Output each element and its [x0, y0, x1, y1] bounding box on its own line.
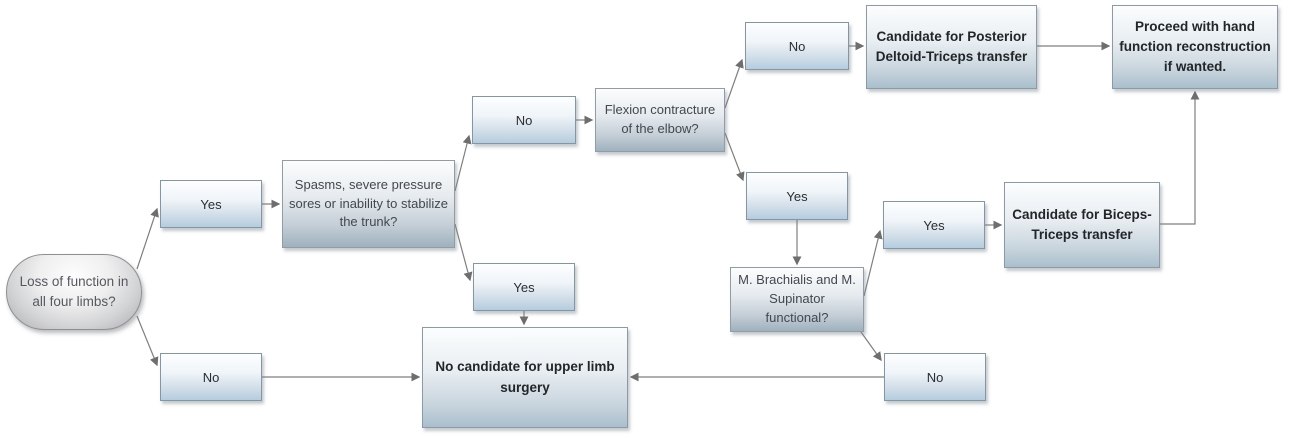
node-no-spasms: No: [472, 96, 576, 144]
node-label-start: Loss of function in all four limbs?: [19, 274, 129, 309]
node-label-proceed: Proceed with hand function reconstructio…: [1119, 18, 1271, 75]
node-label-no-brach: No: [926, 369, 944, 385]
edge-spasms-to-yes-spasms: [454, 223, 473, 282]
node-no-candidate: No candidate for upper limb surgery: [422, 327, 628, 428]
edge-brachialis-to-yes-brach: [863, 229, 883, 297]
node-label-no-spasms: No: [515, 112, 533, 128]
node-label-yes-spasms: Yes: [513, 279, 535, 295]
node-spasms: Spasms, severe pressure sores or inabili…: [282, 160, 455, 248]
node-biceps: Candidate for Biceps-Triceps transfer: [1004, 182, 1160, 268]
node-start: Loss of function in all four limbs?: [6, 254, 142, 330]
node-yes-spasms: Yes: [473, 263, 575, 311]
node-label-posterior: Candidate for Posterior Deltoid-Triceps …: [875, 28, 1028, 64]
node-yes-flexion: Yes: [746, 172, 848, 220]
node-label-brachialis: M. Brachialis and M. Supinator functiona…: [738, 272, 856, 325]
node-label-flexion: Flexion contracture of the elbow?: [604, 102, 716, 136]
node-label-spasms: Spasms, severe pressure sores or inabili…: [289, 176, 448, 230]
edge-start-to-yes-limbs: [136, 207, 159, 270]
node-proceed: Proceed with hand function reconstructio…: [1112, 5, 1278, 89]
node-label-no-candidate: No candidate for upper limb surgery: [435, 359, 615, 395]
node-label-yes-limbs: Yes: [200, 196, 222, 212]
edge-spasms-to-no-spasms: [454, 134, 472, 192]
node-label-no-flexion: No: [788, 38, 806, 54]
node-no-brach: No: [884, 353, 986, 401]
node-posterior: Candidate for Posterior Deltoid-Triceps …: [866, 5, 1037, 89]
edge-start-to-no-limbs: [136, 315, 159, 367]
node-no-limbs: No: [160, 353, 262, 401]
node-yes-brach: Yes: [883, 201, 985, 249]
node-flexion: Flexion contracture of the elbow?: [595, 88, 725, 152]
node-label-biceps: Candidate for Biceps-Triceps transfer: [1012, 206, 1152, 242]
edge-biceps-to-proceed: [1160, 90, 1200, 225]
edge-flexion-to-yes-flexion: [724, 132, 745, 182]
node-yes-limbs: Yes: [160, 180, 262, 228]
node-brachialis: M. Brachialis and M. Supinator functiona…: [730, 267, 864, 332]
edge-flexion-to-no-flexion: [724, 58, 744, 109]
node-label-yes-brach: Yes: [923, 217, 945, 233]
edge-brachialis-to-no-brach: [860, 331, 882, 362]
node-no-flexion: No: [745, 22, 849, 70]
node-label-yes-flexion: Yes: [786, 188, 808, 204]
node-label-no-limbs: No: [202, 369, 220, 385]
